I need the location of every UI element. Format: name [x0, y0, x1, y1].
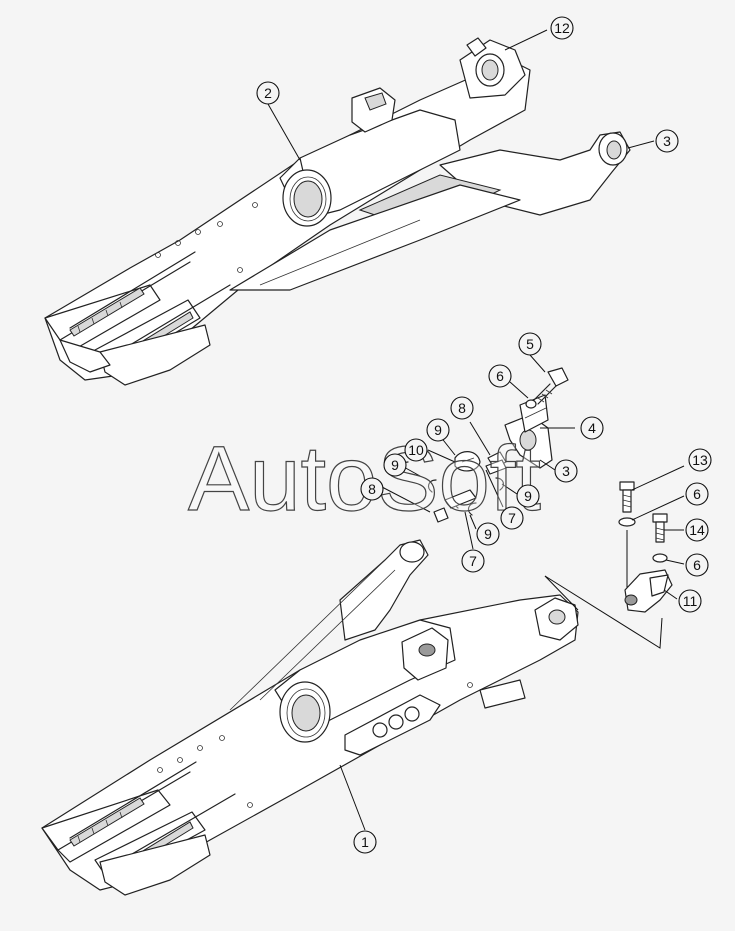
callout-2[interactable]: 2	[256, 81, 280, 105]
callout-9-c[interactable]: 9	[516, 484, 540, 508]
callout-6-b[interactable]: 6	[685, 482, 709, 506]
bolt-part-14	[652, 513, 668, 543]
svg-text:2: 2	[264, 85, 272, 101]
callout-9-d[interactable]: 9	[476, 522, 500, 546]
callout-7-a[interactable]: 7	[500, 506, 524, 530]
washer-part-6b	[618, 517, 636, 527]
callout-6-c[interactable]: 6	[685, 553, 709, 577]
washer-part-6c	[652, 553, 668, 563]
callout-8-a[interactable]: 8	[450, 396, 474, 420]
svg-text:5: 5	[526, 336, 534, 352]
bolt-part-13	[619, 481, 635, 590]
callout-3-lower[interactable]: 3	[554, 459, 578, 483]
svg-text:7: 7	[508, 510, 516, 526]
svg-text:6: 6	[496, 368, 504, 384]
svg-text:9: 9	[484, 526, 492, 542]
callout-1[interactable]: 1	[353, 830, 377, 854]
callout-10[interactable]: 10	[404, 438, 428, 462]
callout-9-b[interactable]: 9	[383, 453, 407, 477]
shim-part-7	[444, 459, 507, 509]
svg-text:8: 8	[458, 400, 466, 416]
callout-8-b[interactable]: 8	[360, 477, 384, 501]
lower-frame-assembly	[41, 539, 579, 896]
svg-text:6: 6	[693, 486, 701, 502]
callout-7-b[interactable]: 7	[461, 549, 485, 573]
svg-text:13: 13	[692, 452, 708, 468]
callout-5[interactable]: 5	[518, 332, 542, 356]
svg-text:3: 3	[562, 463, 570, 479]
assembly-leader-line	[544, 575, 663, 649]
svg-text:9: 9	[524, 488, 532, 504]
svg-text:7: 7	[469, 553, 477, 569]
svg-text:6: 6	[693, 557, 701, 573]
svg-text:9: 9	[434, 422, 442, 438]
callout-14[interactable]: 14	[685, 518, 709, 542]
watermark-text: AutoSoft	[188, 428, 541, 530]
assembly-leader-line-2	[544, 575, 579, 611]
svg-text:9: 9	[391, 457, 399, 473]
shim-part-10	[454, 451, 481, 472]
svg-text:3: 3	[663, 133, 671, 149]
svg-text:10: 10	[408, 442, 424, 458]
svg-text:11: 11	[683, 593, 698, 609]
svg-text:4: 4	[588, 420, 596, 436]
callout-4[interactable]: 4	[580, 416, 604, 440]
clamp-part-11	[624, 569, 673, 613]
callout-13[interactable]: 13	[688, 448, 712, 472]
callout-9-a[interactable]: 9	[426, 418, 450, 442]
callout-3-upper[interactable]: 3	[655, 129, 679, 153]
bolt-part-5	[531, 367, 569, 405]
washer-part-6a	[525, 399, 537, 409]
callout-12[interactable]: 12	[550, 16, 574, 40]
svg-text:12: 12	[554, 20, 570, 36]
leader-lines	[267, 29, 685, 831]
upper-frame-assembly	[44, 37, 631, 386]
pin-part-8b	[433, 507, 449, 523]
callout-11[interactable]: 11	[678, 589, 702, 613]
svg-text:14: 14	[689, 522, 705, 538]
callout-6-a[interactable]: 6	[488, 364, 512, 388]
svg-text:8: 8	[368, 481, 376, 497]
svg-text:1: 1	[361, 834, 369, 850]
